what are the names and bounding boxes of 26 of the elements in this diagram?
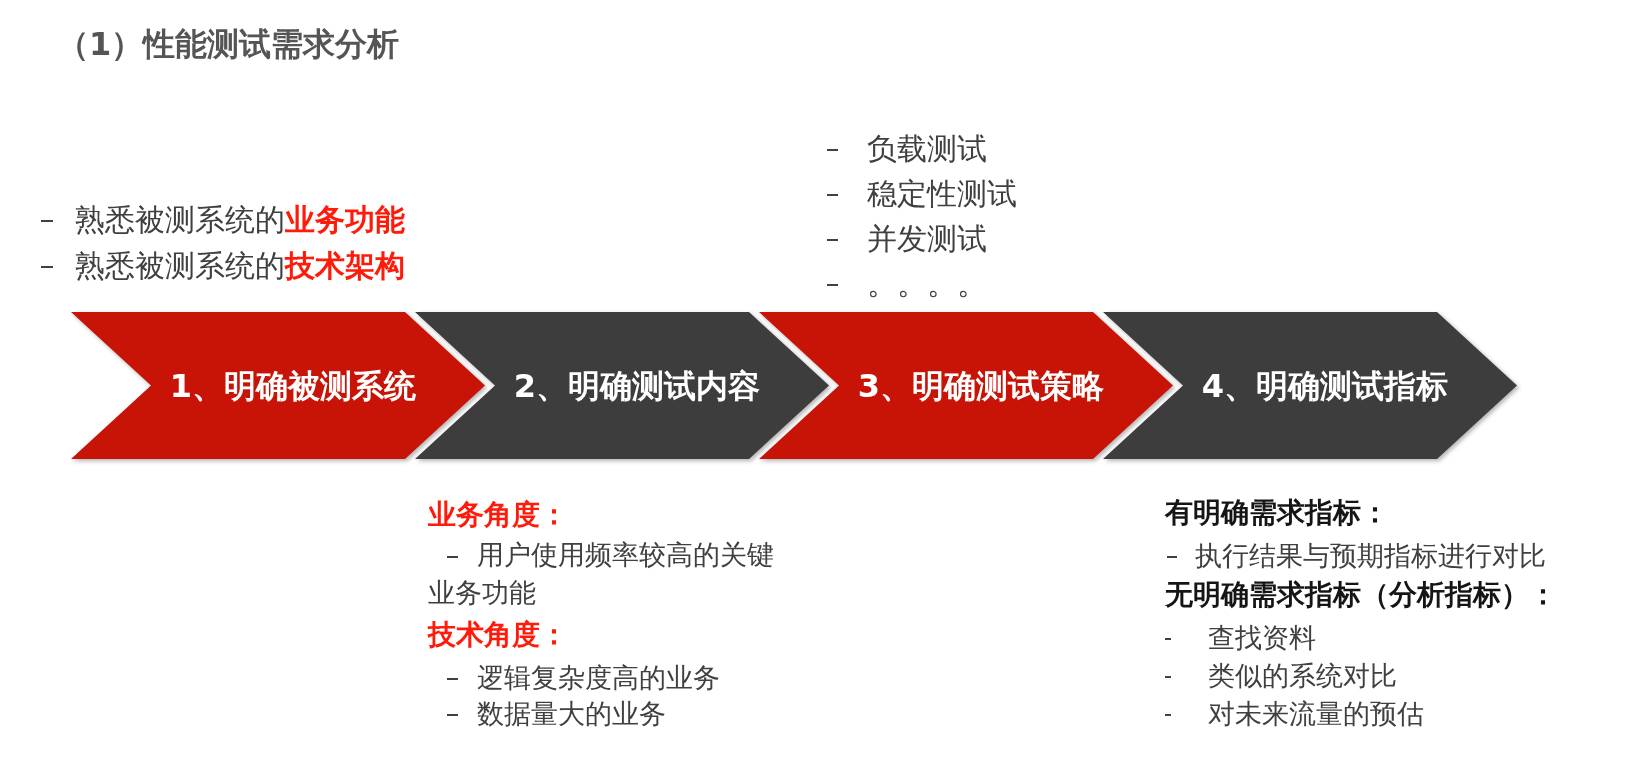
list-item: 执行结果与预期指标进行对比: [1195, 538, 1546, 573]
list-item: 熟悉被测系统的业务功能: [75, 200, 405, 239]
process-step: [71, 312, 485, 459]
section-heading: 无明确需求指标（分析指标）：: [1165, 577, 1557, 613]
process-step: [1103, 312, 1517, 459]
section-heading: 业务角度：: [428, 497, 568, 533]
process-step: [759, 312, 1173, 459]
process-step: [415, 312, 829, 459]
list-item: 类似的系统对比: [1208, 658, 1397, 693]
list-item: 负载测试: [867, 129, 987, 168]
list-item: 并发测试: [867, 219, 987, 258]
step-label: 4、明确测试指标: [1201, 365, 1449, 406]
section-heading: 有明确需求指标：: [1165, 495, 1389, 531]
slide-title: （1）性能测试需求分析: [57, 24, 400, 64]
list-item: 查找资料: [1208, 620, 1316, 655]
list-item: 对未来流量的预估: [1208, 696, 1424, 731]
section-heading: 技术角度：: [428, 617, 568, 653]
list-item: 用户使用频率较高的关键业务功能: [428, 536, 784, 612]
step-label: 1、明确被测系统: [169, 365, 417, 406]
list-item: 熟悉被测系统的技术架构: [75, 246, 405, 285]
step-label: 3、明确测试策略: [857, 365, 1105, 406]
list-item: 稳定性测试: [867, 174, 1017, 213]
step-label: 2、明确测试内容: [513, 365, 761, 406]
list-item: 数据量大的业务: [477, 696, 666, 731]
list-item: 。。。。: [867, 264, 987, 303]
list-item: 逻辑复杂度高的业务: [477, 660, 720, 695]
